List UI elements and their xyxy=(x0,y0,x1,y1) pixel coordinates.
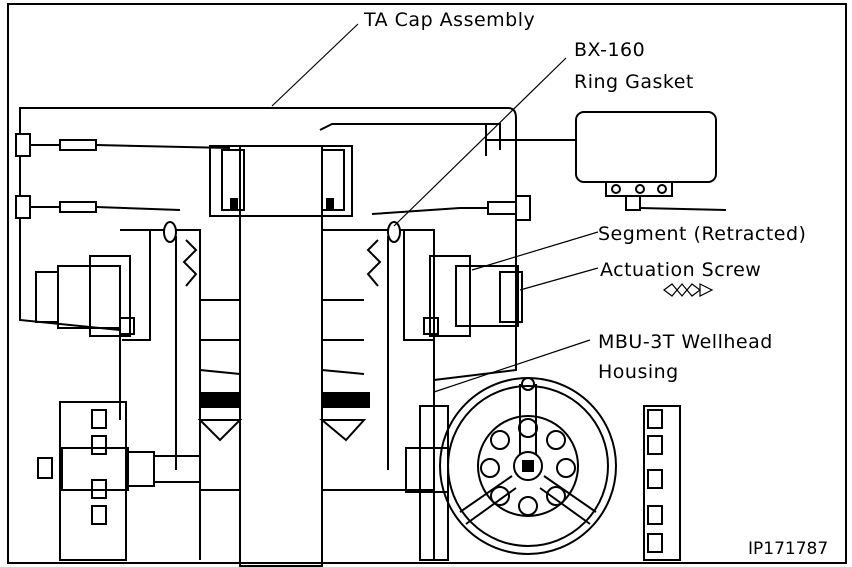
cap-assembly-body xyxy=(19,107,517,420)
label-housing-1: MBU-3T Wellhead xyxy=(598,331,773,353)
figure-id: IP171787 xyxy=(748,539,828,559)
label-segment: Segment (Retracted) xyxy=(598,223,806,245)
right-housing xyxy=(319,229,435,560)
left-outlet xyxy=(37,401,201,561)
left-segment xyxy=(35,255,135,337)
cap-actuator xyxy=(486,111,727,211)
right-outlet xyxy=(405,405,681,561)
leader-lines xyxy=(271,23,599,393)
ring-gasket-left xyxy=(163,221,177,243)
label-cap-assembly: TA Cap Assembly xyxy=(363,9,535,31)
valve-handwheel xyxy=(439,377,617,555)
ring-gasket-right xyxy=(387,221,401,243)
label-ring-gasket-2: Ring Gasket xyxy=(574,71,694,93)
actuation-arrow-icon xyxy=(663,283,714,297)
right-segment xyxy=(423,255,523,337)
central-mandrel xyxy=(209,145,353,567)
diagram-border xyxy=(7,3,847,564)
hydraulic-lines xyxy=(15,133,531,221)
label-actuation-screw: Actuation Screw xyxy=(600,259,761,281)
label-ring-gasket-1: BX-160 xyxy=(574,39,645,61)
label-housing-2: Housing xyxy=(598,361,679,383)
left-housing xyxy=(120,229,243,560)
